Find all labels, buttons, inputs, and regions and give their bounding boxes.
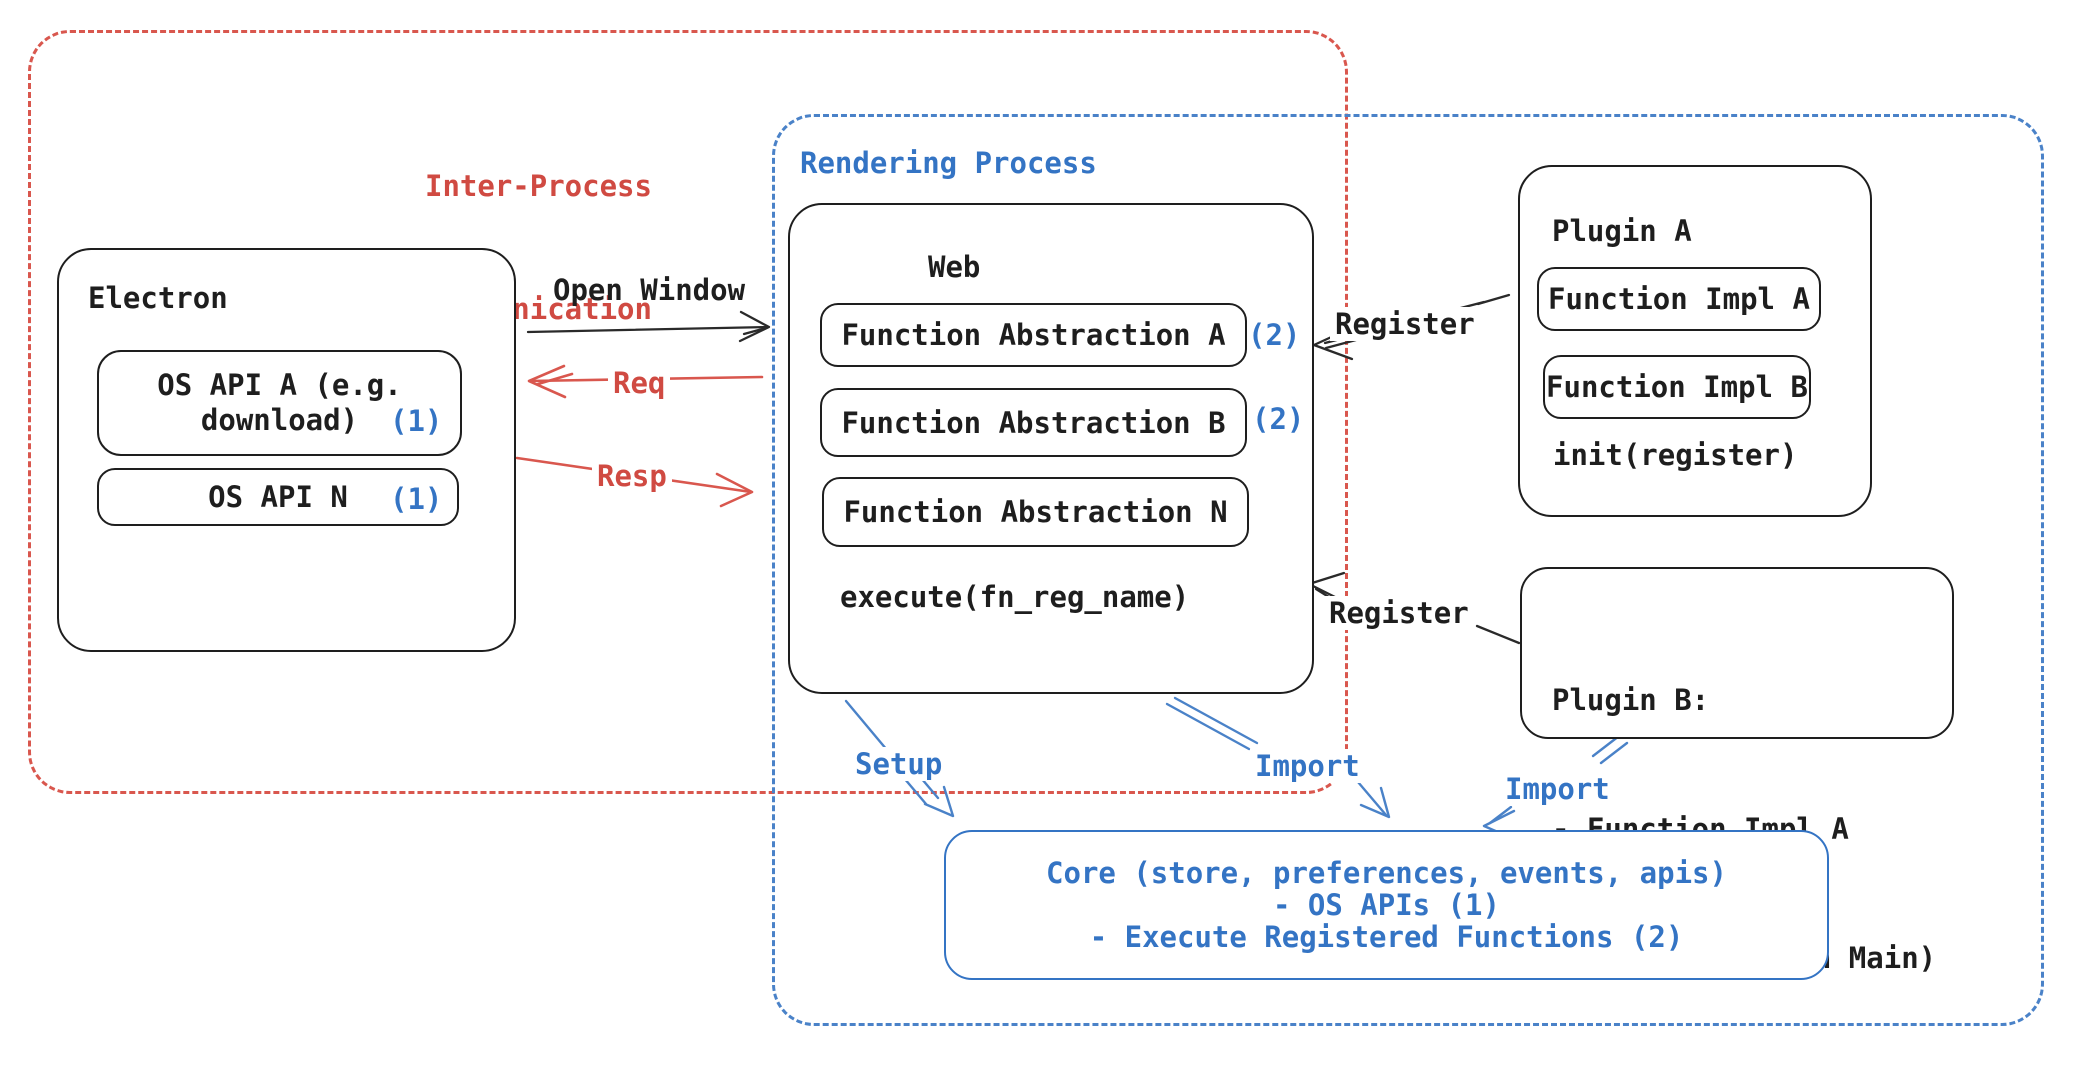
function-abstraction-b-badge: (2) [1252, 402, 1305, 436]
electron-title: Electron [88, 281, 228, 315]
os-api-a-label-line1: OS API A (e.g. [157, 368, 402, 402]
function-abstraction-a-node: Function Abstraction A [820, 303, 1247, 367]
register-label-plugin-a: Register [1330, 307, 1480, 341]
plugin-a-title: Plugin A [1552, 214, 1692, 248]
function-impl-b-label: Function Impl B [1546, 370, 1808, 404]
ipc-title-line1: Inter-Process [425, 169, 652, 203]
function-abstraction-a-badge: (2) [1248, 318, 1301, 352]
import-label-web: Import [1250, 749, 1365, 783]
rendering-process-boundary [772, 114, 2044, 1026]
function-impl-a-label: Function Impl A [1548, 282, 1810, 316]
function-abstraction-b-label: Function Abstraction B [841, 405, 1226, 440]
os-api-a-label-line2: download) [200, 403, 359, 437]
open-window-label: Open Window [553, 273, 746, 307]
os-api-n-node: OS API N [97, 468, 459, 526]
os-api-n-badge: (1) [390, 482, 443, 516]
plugin-b-title: Plugin B: [1552, 683, 1710, 717]
import-label-plugin-b: Import [1500, 772, 1615, 806]
resp-label: Resp [592, 459, 672, 493]
core-line1: Core (store, preferences, events, apis) [1046, 856, 1727, 890]
function-impl-b-node: Function Impl B [1543, 355, 1811, 419]
os-api-a-node: OS API A (e.g. download) [97, 350, 462, 456]
os-api-a-badge: (1) [390, 404, 443, 438]
core-line3: - Execute Registered Functions (2) [1089, 920, 1684, 954]
plugin-b-node [1520, 567, 1954, 739]
function-abstraction-n-label: Function Abstraction N [843, 495, 1228, 529]
req-label: Req [608, 366, 671, 400]
function-abstraction-n-node: Function Abstraction N [822, 477, 1249, 547]
function-impl-a-node: Function Impl A [1537, 267, 1821, 331]
plugin-a-init-text: init(register) [1553, 438, 1798, 472]
web-title: Web [928, 250, 981, 284]
function-abstraction-a-label: Function Abstraction A [841, 318, 1226, 352]
os-api-n-label: OS API N [208, 480, 348, 514]
rendering-process-title: Rendering Process [800, 146, 1097, 180]
plugin-a-node [1518, 165, 1872, 517]
core-line2: - OS APIs (1) [1273, 888, 1500, 922]
ipc-group-boundary [28, 30, 1348, 794]
setup-label: Setup [850, 747, 948, 781]
core-node: Core (store, preferences, events, apis) … [944, 830, 1829, 980]
web-execute-text: execute(fn_reg_name) [840, 580, 1190, 614]
function-abstraction-b-node: Function Abstraction B [820, 388, 1247, 457]
os-api-a-label: OS API A (e.g. download) [157, 368, 401, 438]
register-label-plugin-b: Register [1324, 596, 1474, 630]
